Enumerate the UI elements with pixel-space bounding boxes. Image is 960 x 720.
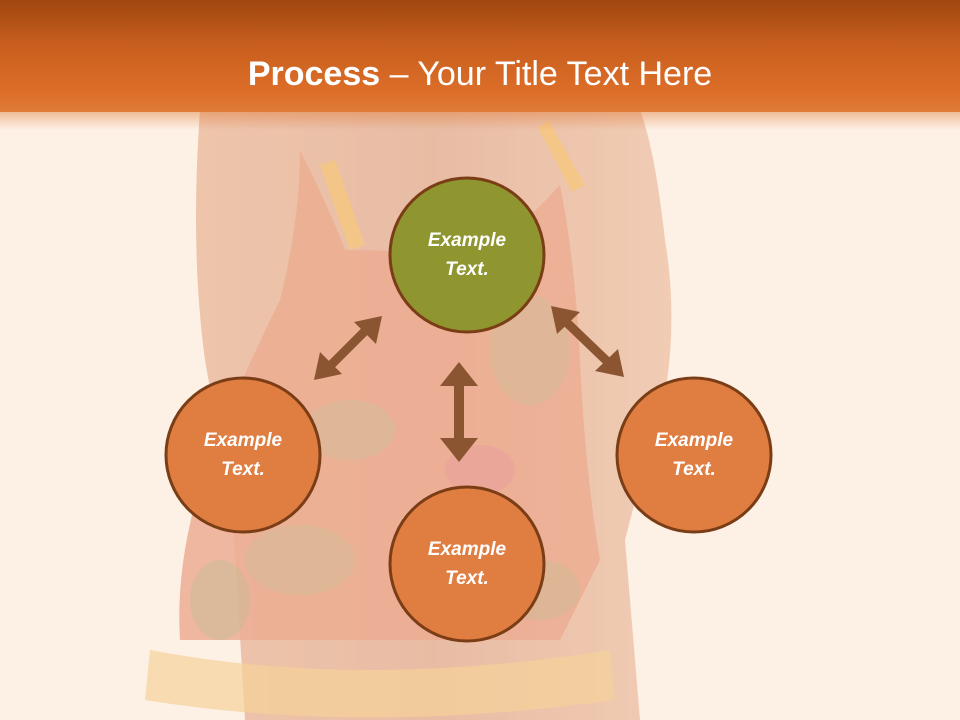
node-bottom-line1: Example — [427, 539, 507, 560]
node-right-line2: Text. — [672, 459, 716, 480]
node-bottom-line2: Text. — [445, 568, 489, 589]
arrow-vertical — [440, 362, 478, 462]
title-bold: Process — [247, 55, 381, 93]
slide-title: Process – Your Title Text Here — [0, 52, 960, 96]
node-right-label: Example Text. — [619, 426, 769, 484]
node-bottom-label: Example Text. — [392, 535, 542, 593]
node-top-line2: Text. — [445, 259, 489, 280]
arrow-top-left — [314, 316, 382, 380]
node-left-label: Example Text. — [168, 426, 318, 484]
arrow-top-right — [551, 306, 624, 377]
node-left — [164, 376, 322, 534]
node-right-line1: Example — [654, 430, 734, 451]
title-bar — [0, 0, 960, 112]
node-left-line2: Text. — [221, 459, 265, 480]
node-top-line1: Example — [427, 230, 507, 251]
title-bar-fade — [0, 108, 960, 130]
title-rest: – Your Title Text Here — [380, 55, 713, 93]
node-top-label: Example Text. — [392, 226, 542, 284]
node-top — [388, 176, 546, 334]
node-bottom — [388, 485, 546, 643]
node-right — [615, 376, 773, 534]
node-left-line1: Example — [203, 430, 283, 451]
